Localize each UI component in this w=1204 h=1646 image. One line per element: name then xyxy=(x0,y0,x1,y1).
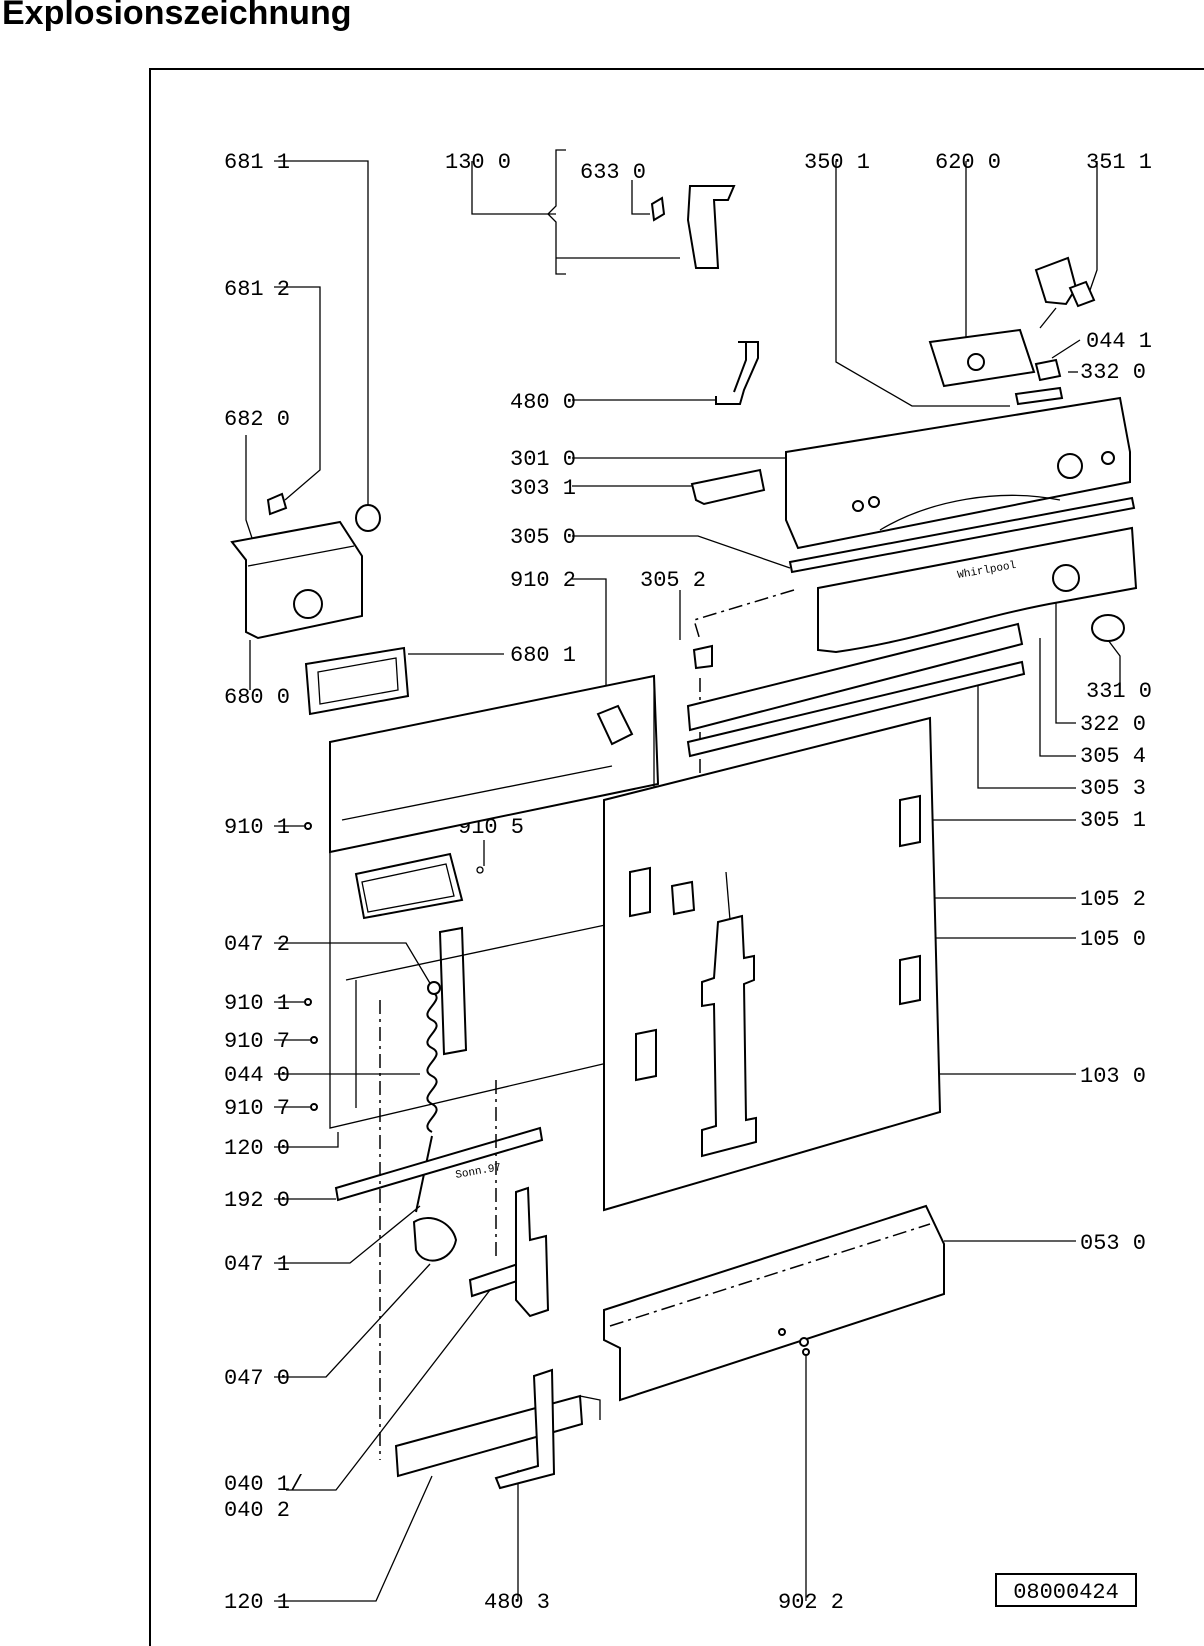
label-902-2: 902 2 xyxy=(778,1590,844,1615)
label-192-0: 192 0 xyxy=(224,1188,290,1213)
label-120-0: 120 0 xyxy=(224,1136,290,1161)
label-480-0: 480 0 xyxy=(510,390,576,415)
label-303-1: 303 1 xyxy=(510,476,576,501)
label-331-0: 331 0 xyxy=(1086,679,1152,704)
drawing-number: 08000424 xyxy=(1013,1580,1119,1605)
label-680-1: 680 1 xyxy=(510,643,576,668)
label-047-2: 047 2 xyxy=(224,932,290,957)
label-620-0: 620 0 xyxy=(935,150,1001,175)
label-103-0: 103 0 xyxy=(1080,1064,1146,1089)
drawing-number-box xyxy=(995,1573,1137,1607)
label-305-3: 305 3 xyxy=(1080,776,1146,801)
label-105-2: 105 2 xyxy=(1080,887,1146,912)
label-351-1: 351 1 xyxy=(1086,150,1152,175)
label-040-2: 040 2 xyxy=(224,1498,290,1523)
label-681-1: 681 1 xyxy=(224,150,290,175)
label-681-2: 681 2 xyxy=(224,277,290,302)
label-040-1: 040 1/ xyxy=(224,1472,303,1497)
label-305-1: 305 1 xyxy=(1080,808,1146,833)
label-910-7-a: 910 7 xyxy=(224,1029,290,1054)
part-labels: 681 1 130 0 633 0 350 1 620 0 351 1 681 … xyxy=(224,150,1152,1615)
label-350-1: 350 1 xyxy=(804,150,870,175)
label-910-1-a: 910 1 xyxy=(224,815,290,840)
label-044-0: 044 0 xyxy=(224,1063,290,1088)
label-301-0: 301 0 xyxy=(510,447,576,472)
label-305-4: 305 4 xyxy=(1080,744,1146,769)
label-332-0: 332 0 xyxy=(1080,360,1146,385)
leader-lines xyxy=(245,149,1121,1602)
label-680-0: 680 0 xyxy=(224,685,290,710)
label-633-0: 633 0 xyxy=(580,160,646,185)
label-480-3: 480 3 xyxy=(484,1590,550,1615)
label-120-1: 120 1 xyxy=(224,1590,290,1615)
label-053-0: 053 0 xyxy=(1080,1231,1146,1256)
label-682-0: 682 0 xyxy=(224,407,290,432)
label-047-1: 047 1 xyxy=(224,1252,290,1277)
label-322-0: 322 0 xyxy=(1080,712,1146,737)
part-shapes: Whirlpool xyxy=(230,185,1138,1490)
label-044-1: 044 1 xyxy=(1086,329,1152,354)
label-910-2: 910 2 xyxy=(510,568,576,593)
drawing-frame xyxy=(149,68,1204,1646)
label-910-1-b: 910 1 xyxy=(224,991,290,1016)
label-305-2: 305 2 xyxy=(640,568,706,593)
label-305-0: 305 0 xyxy=(510,525,576,550)
label-130-0: 130 0 xyxy=(445,150,511,175)
label-910-7-b: 910 7 xyxy=(224,1096,290,1121)
page-title: Explosionszeichnung xyxy=(2,0,352,32)
label-047-0: 047 0 xyxy=(224,1366,290,1391)
label-105-0: 105 0 xyxy=(1080,927,1146,952)
sketch-note: Sonn.97 xyxy=(455,1162,503,1182)
